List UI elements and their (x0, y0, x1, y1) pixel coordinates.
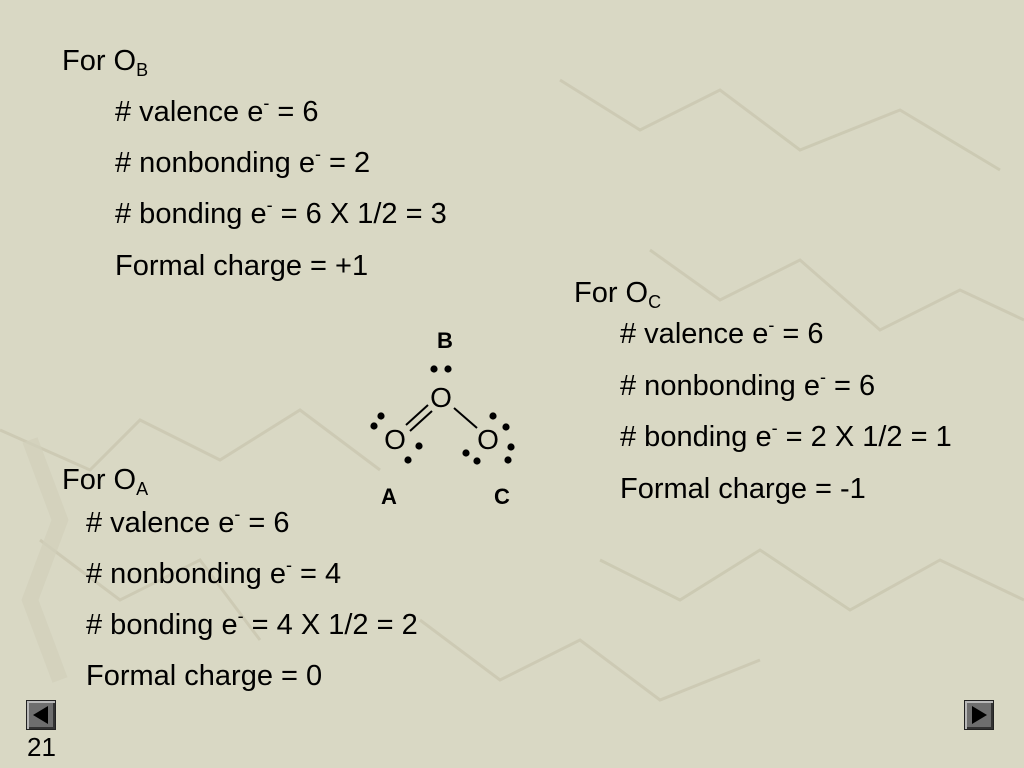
atom-label-c: C (494, 484, 510, 509)
lone-electron (489, 412, 497, 420)
lone-electron (377, 412, 385, 420)
atom-label-b: B (437, 328, 453, 353)
oa-formal-charge-line: Formal charge = 0 (86, 660, 323, 692)
ob-formal-charge-line: Formal charge = +1 (115, 250, 369, 282)
lone-electron (507, 443, 515, 451)
single-bond-line (453, 407, 478, 429)
oxygen-atom-b: O (430, 382, 452, 413)
oc-formal-charge-line: Formal charge = -1 (620, 473, 866, 505)
ob-valence-line: # valence e- = 6 (115, 93, 319, 128)
oc-heading: For OC (574, 277, 662, 312)
oc-valence-line: # valence e- = 6 (620, 315, 824, 350)
oxygen-atom-a: O (384, 424, 406, 455)
ozone-lewis-structure: B A C O O O (370, 328, 515, 509)
lone-electron (415, 442, 423, 450)
next-slide-button[interactable] (964, 700, 994, 730)
previous-slide-button[interactable] (26, 700, 56, 730)
atom-label-a: A (381, 484, 397, 509)
oxygen-atom-c: O (477, 424, 499, 455)
lone-electron (404, 456, 412, 464)
lone-electron (462, 449, 470, 457)
lone-electron (473, 457, 481, 465)
triangle-left-icon (33, 706, 48, 724)
ob-bonding-line: # bonding e- = 6 X 1/2 = 3 (115, 195, 447, 230)
double-bond-line-2 (409, 410, 433, 432)
lone-electron (504, 456, 512, 464)
oc-bonding-line: # bonding e- = 2 X 1/2 = 1 (620, 418, 952, 453)
oc-nonbonding-line: # nonbonding e- = 6 (620, 367, 876, 402)
ob-nonbonding-line: # nonbonding e- = 2 (115, 144, 371, 179)
oa-bonding-line: # bonding e- = 4 X 1/2 = 2 (86, 606, 418, 641)
lone-electron (370, 422, 378, 430)
oa-nonbonding-line: # nonbonding e- = 4 (86, 555, 342, 590)
triangle-right-icon (972, 706, 987, 724)
slide-number: 21 (27, 732, 56, 762)
lone-electron (444, 365, 452, 373)
oa-valence-line: # valence e- = 6 (86, 504, 290, 539)
oa-heading: For OA (62, 464, 149, 499)
ob-heading: For OB (62, 45, 149, 80)
lone-electron (502, 423, 510, 431)
double-bond-line-1 (405, 404, 429, 426)
lone-electron (430, 365, 438, 373)
